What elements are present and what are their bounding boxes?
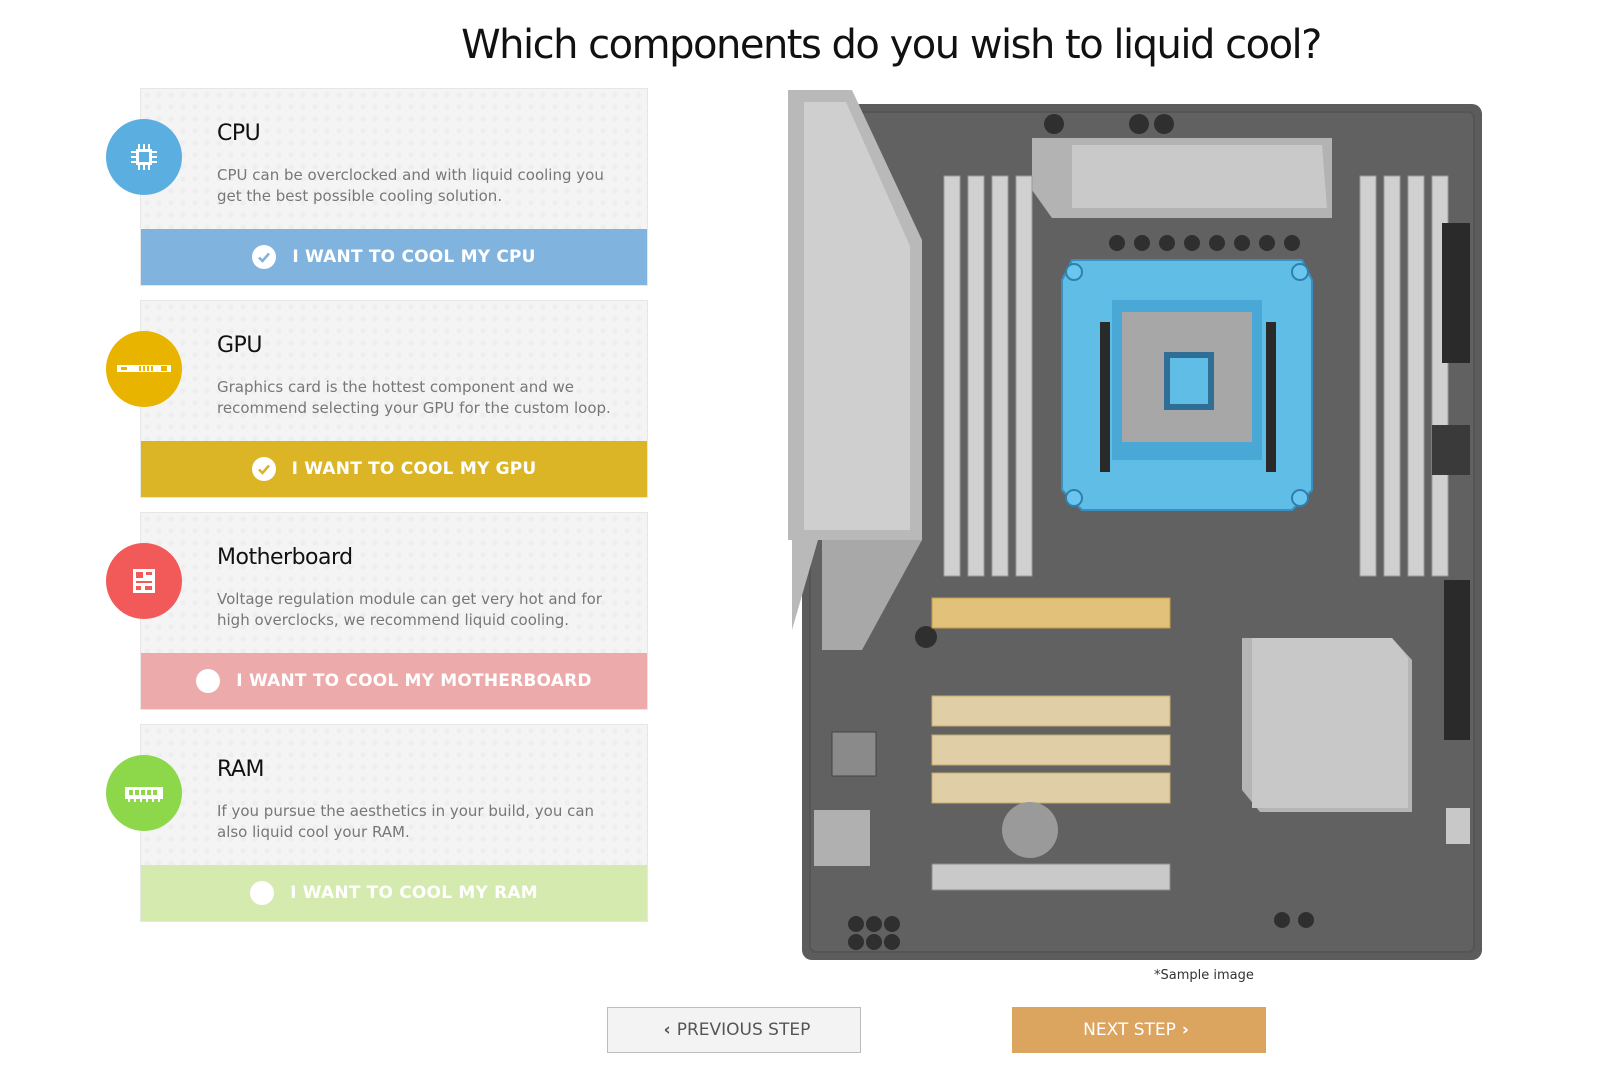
cool-ram-button[interactable]: I WANT TO COOL MY RAM bbox=[141, 865, 647, 921]
component-card-ram: RAM If you pursue the aesthetics in your… bbox=[106, 724, 648, 922]
sample-image-caption: *Sample image bbox=[1154, 968, 1254, 983]
cool-gpu-button[interactable]: I WANT TO COOL MY GPU bbox=[141, 441, 647, 497]
unchecked-circle-icon bbox=[250, 881, 275, 905]
cool-motherboard-button[interactable]: I WANT TO COOL MY MOTHERBOARD bbox=[141, 653, 647, 709]
button-label: I WANT TO COOL MY CPU bbox=[292, 247, 536, 267]
card-background-pattern bbox=[141, 89, 647, 229]
card-title: Motherboard bbox=[217, 545, 353, 570]
card-description: Voltage regulation module can get very h… bbox=[217, 590, 602, 629]
card-title: GPU bbox=[217, 333, 262, 358]
cpu-chip-icon bbox=[106, 119, 182, 195]
component-card-gpu: GPU Graphics card is the hottest compone… bbox=[106, 300, 648, 498]
motherboard-icon bbox=[106, 543, 182, 619]
next-step-label: NEXT STEP bbox=[1083, 1020, 1176, 1040]
ram-module-icon bbox=[106, 755, 182, 831]
card-background-pattern bbox=[141, 513, 647, 653]
card-title: CPU bbox=[217, 121, 261, 146]
page-title: Which components do you wish to liquid c… bbox=[461, 22, 1322, 68]
component-card-cpu: CPU CPU can be overclocked and with liqu… bbox=[106, 88, 648, 286]
previous-step-button[interactable]: ‹ PREVIOUS STEP bbox=[607, 1007, 861, 1053]
motherboard-illustration bbox=[788, 90, 1482, 960]
button-label: I WANT TO COOL MY GPU bbox=[291, 459, 537, 479]
graphics-card-icon bbox=[106, 331, 182, 407]
chevron-left-icon: ‹ bbox=[663, 1020, 671, 1040]
card-description: CPU can be overclocked and with liquid c… bbox=[217, 166, 604, 205]
check-icon bbox=[252, 245, 277, 269]
card-description: Graphics card is the hottest component a… bbox=[217, 378, 611, 417]
card-background-pattern bbox=[141, 301, 647, 441]
card-background-pattern bbox=[141, 725, 647, 865]
component-card-motherboard: Motherboard Voltage regulation module ca… bbox=[106, 512, 648, 710]
next-step-button[interactable]: NEXT STEP › bbox=[1012, 1007, 1266, 1053]
button-label: I WANT TO COOL MY MOTHERBOARD bbox=[236, 671, 592, 691]
chevron-right-icon: › bbox=[1181, 1020, 1189, 1040]
card-title: RAM bbox=[217, 757, 264, 782]
card-description: If you pursue the aesthetics in your bui… bbox=[217, 802, 595, 841]
unchecked-circle-icon bbox=[196, 669, 221, 693]
cool-cpu-button[interactable]: I WANT TO COOL MY CPU bbox=[141, 229, 647, 285]
previous-step-label: PREVIOUS STEP bbox=[676, 1020, 811, 1040]
check-icon bbox=[251, 457, 276, 481]
button-label: I WANT TO COOL MY RAM bbox=[290, 883, 538, 903]
